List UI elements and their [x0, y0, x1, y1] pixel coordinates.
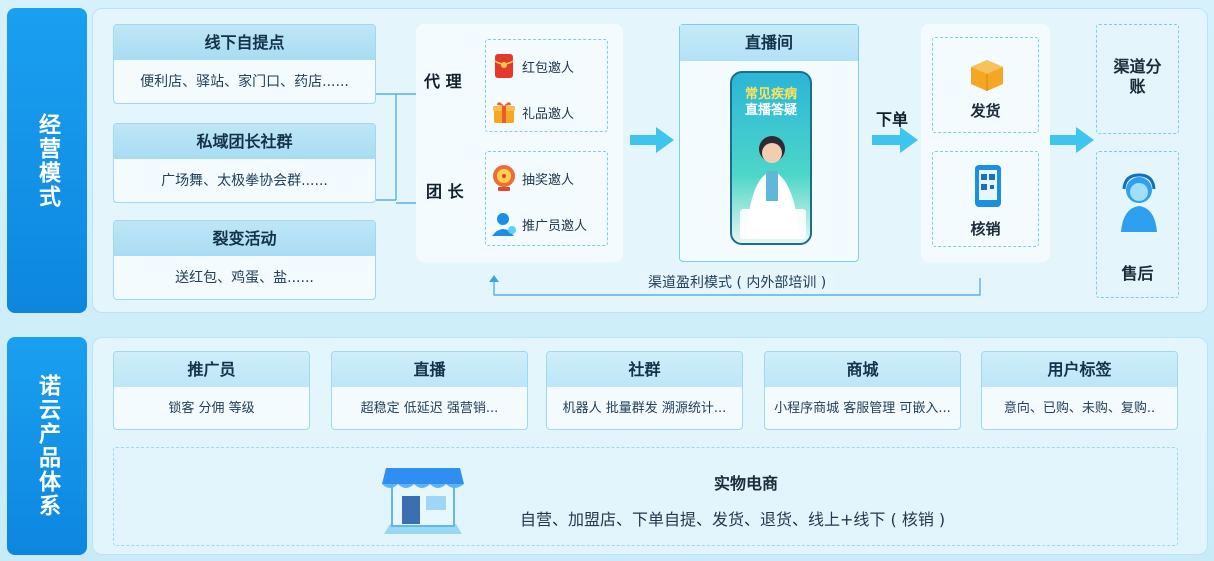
product-card-promoter: 推广员 锁客 分佣 等级: [113, 351, 310, 430]
product-title: 直播: [332, 352, 527, 387]
invite-label: 红包邀人: [522, 60, 575, 76]
product-card-live: 直播 超稳定 低延迟 强营销...: [331, 351, 528, 430]
arrow-to-settlement: [1050, 127, 1094, 153]
after-sale-label: 售后: [1121, 264, 1154, 283]
agent-invite-group: 红包邀人 礼品邀人: [485, 39, 608, 132]
product-card-mall: 商城 小程序商城 客服管理 可嵌入...: [764, 351, 961, 430]
fulfillment-ship: 发货: [932, 37, 1039, 133]
scenario-title: 裂变活动: [114, 221, 375, 256]
scenario-desc: 广场舞、太极拳协会群......: [161, 173, 328, 189]
lottery-icon: [486, 164, 522, 192]
arrow-to-live: [630, 127, 674, 153]
scenario-desc: 便利店、驿站、家门口、药店......: [140, 74, 349, 90]
phone-text-2: 直播答疑: [744, 103, 797, 118]
invite-gift: 礼品邀人: [486, 90, 606, 134]
invite-promoter: 推广员邀人: [486, 202, 606, 246]
arrow-to-fulfillment: [872, 127, 918, 153]
product-card-user-tags: 用户标签 意向、已购、未购、复购..: [981, 351, 1178, 430]
scenario-desc: 送红包、鸡蛋、盐......: [175, 270, 314, 286]
invite-label: 抽奖邀人: [522, 172, 575, 188]
profit-loop-label: 渠道盈利模式 ( 内外部培训 ): [640, 272, 835, 292]
product-desc: 小程序商城 客服管理 可嵌入...: [774, 401, 951, 416]
agent-label: 代 理: [424, 72, 462, 91]
profit-loop-line: [489, 275, 981, 296]
invite-lottery: 抽奖邀人: [486, 156, 606, 200]
product-title: 用户标签: [982, 352, 1177, 387]
customer-service-icon: [1117, 172, 1161, 238]
product-title: 商城: [765, 352, 960, 387]
phone-mockup: 常见疾病 直播答疑: [730, 71, 812, 245]
invite-label: 礼品邀人: [522, 106, 575, 122]
red-packet-icon: [486, 53, 522, 79]
product-desc: 超稳定 低延迟 强营销...: [360, 401, 499, 416]
invite-box: 代 理 团 长 红包邀人 礼品邀人 抽奖邀人 推广员邀人: [416, 24, 623, 262]
leader-invite-group: 抽奖邀人 推广员邀人: [485, 151, 608, 246]
live-room-title: 直播间: [680, 25, 858, 61]
product-title: 推广员: [114, 352, 309, 387]
store-icon: [378, 454, 468, 544]
channel-split-box: 渠道分账: [1096, 24, 1179, 134]
promoter-icon: [486, 211, 522, 237]
invite-label: 推广员邀人: [522, 218, 588, 234]
scenario-card-fission: 裂变活动 送红包、鸡蛋、盐......: [113, 220, 376, 300]
order-label: 下单: [876, 110, 909, 129]
ecommerce-desc: 自营、加盟店、下单自提、发货、退货、线上+线下 ( 核销 ): [520, 510, 946, 529]
after-sale-box: 售后: [1096, 151, 1179, 298]
doctor-illustration: [740, 136, 806, 239]
invite-red-packet: 红包邀人: [486, 44, 606, 88]
phone-text-1: 常见疾病: [744, 87, 797, 102]
fulfillment-verify: 核销: [932, 151, 1039, 247]
package-icon: [969, 58, 1005, 96]
fulfillment-label: 核销: [970, 220, 1001, 238]
live-room-card: 直播间 常见疾病 直播答疑: [679, 24, 859, 262]
scenario-title: 线下自提点: [114, 25, 375, 60]
scenario-title: 私域团长社群: [114, 124, 375, 159]
scenario-card-offline-pickup: 线下自提点 便利店、驿站、家门口、药店......: [113, 24, 376, 104]
product-desc: 锁客 分佣 等级: [168, 401, 255, 416]
leader-label: 团 长: [426, 182, 464, 201]
product-card-community: 社群 机器人 批量群发 溯源统计...: [546, 351, 743, 430]
operating-model-label: 经营模式: [7, 8, 87, 313]
gift-icon: [486, 99, 522, 125]
qr-phone-icon: [973, 164, 1003, 212]
scenario-card-private-group: 私域团长社群 广场舞、太极拳协会群......: [113, 123, 376, 203]
product-title: 社群: [547, 352, 742, 387]
fulfillment-label: 发货: [970, 102, 1001, 120]
ecommerce-box: 实物电商 自营、加盟店、下单自提、发货、退货、线上+线下 ( 核销 ): [113, 447, 1178, 546]
product-desc: 机器人 批量群发 溯源统计...: [562, 401, 727, 416]
channel-split-label: 渠道分账: [1113, 57, 1162, 96]
fulfillment-box: 发货 核销: [921, 24, 1050, 262]
ecommerce-title: 实物电商: [714, 474, 779, 493]
product-system-label: 诺云产品体系: [7, 337, 87, 555]
product-desc: 意向、已购、未购、复购..: [1003, 401, 1156, 416]
